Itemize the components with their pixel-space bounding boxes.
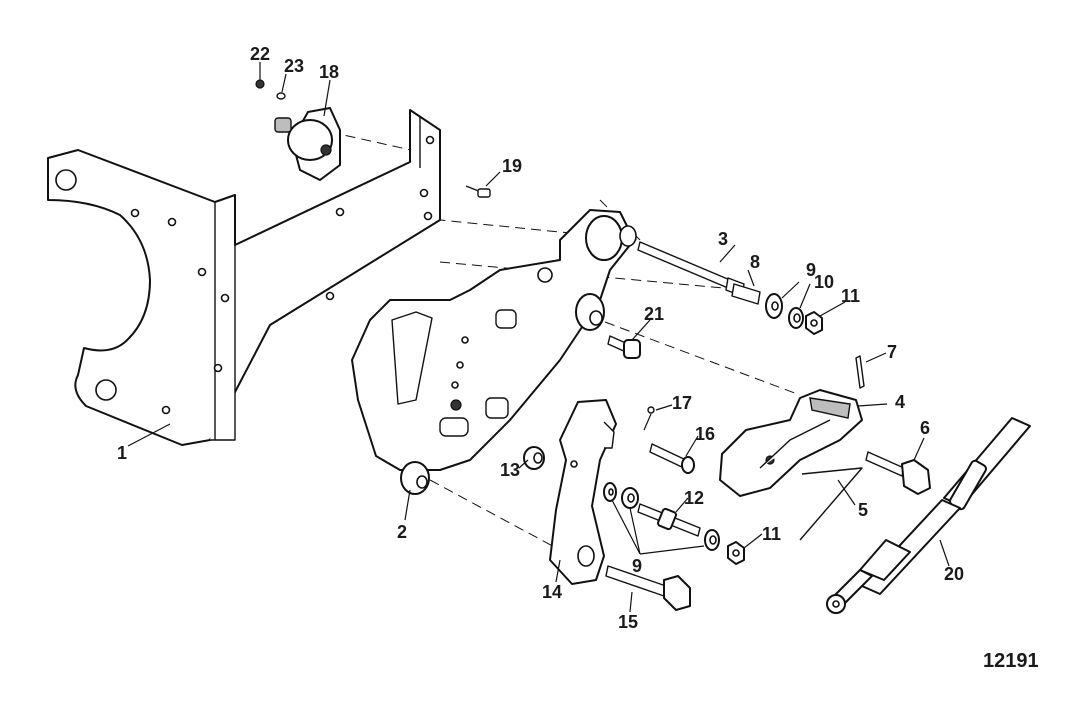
- stud-12: [637, 503, 701, 537]
- bushing-13: [523, 446, 545, 470]
- nut-11-lower: [727, 541, 745, 565]
- screw-19: [465, 185, 491, 198]
- reference-number: 12191: [983, 650, 1039, 672]
- callout-21: 21: [644, 304, 664, 324]
- callout-14: 14: [542, 582, 562, 602]
- washer-9-top: [765, 293, 783, 319]
- callout-9-lower: 9: [632, 556, 642, 576]
- mounting-bracket: [47, 109, 441, 446]
- callout-labels: 1 2 3 4 5 6 7 8 9 10 11 9 12 13 14 15 16…: [117, 44, 964, 632]
- callout-4: 4: [895, 392, 905, 412]
- callout-18: 18: [319, 62, 339, 82]
- washer-9-lower-c: [704, 529, 720, 551]
- callout-19: 19: [502, 156, 522, 176]
- spring-8: [731, 283, 761, 305]
- shift-lever-assembly: [351, 209, 637, 495]
- pin-7: [855, 355, 865, 389]
- callout-13: 13: [500, 460, 520, 480]
- callout-11-lower: 11: [762, 524, 781, 544]
- rod-5: [799, 467, 863, 541]
- detent-lever-4: [719, 389, 863, 497]
- nut-11-top: [805, 311, 823, 335]
- shift-shaft-20: [826, 417, 1031, 614]
- callout-9-top: 9: [806, 260, 816, 280]
- pin-17: [643, 406, 655, 431]
- callout-8: 8: [750, 252, 760, 272]
- bolt-15: [605, 565, 691, 611]
- callout-10: 10: [814, 272, 834, 292]
- leader-lines: [127, 62, 950, 613]
- callout-23: 23: [284, 56, 304, 76]
- callout-5: 5: [858, 500, 868, 520]
- pin-16: [649, 443, 695, 474]
- callout-11-top: 11: [841, 286, 860, 306]
- callout-22: 22: [250, 44, 270, 64]
- bolt-3: [637, 241, 745, 297]
- callout-20: 20: [944, 564, 964, 584]
- callout-16: 16: [695, 424, 715, 444]
- screw-21: [607, 335, 641, 359]
- screw-23: [276, 92, 286, 100]
- screw-22: [255, 79, 265, 89]
- callout-15: 15: [618, 612, 638, 632]
- bolt-6: [865, 451, 931, 495]
- callout-6: 6: [920, 418, 930, 438]
- callout-7: 7: [887, 342, 897, 362]
- callout-12: 12: [684, 488, 704, 508]
- callout-2: 2: [397, 522, 407, 542]
- callout-3: 3: [718, 229, 728, 249]
- washer-10: [788, 307, 804, 329]
- callout-17: 17: [672, 393, 692, 413]
- neutral-switch: [274, 107, 341, 181]
- washer-9-lower-b: [621, 487, 639, 509]
- link-arm-14: [549, 399, 617, 585]
- callout-1: 1: [117, 443, 127, 463]
- washer-9-lower-a: [603, 482, 617, 502]
